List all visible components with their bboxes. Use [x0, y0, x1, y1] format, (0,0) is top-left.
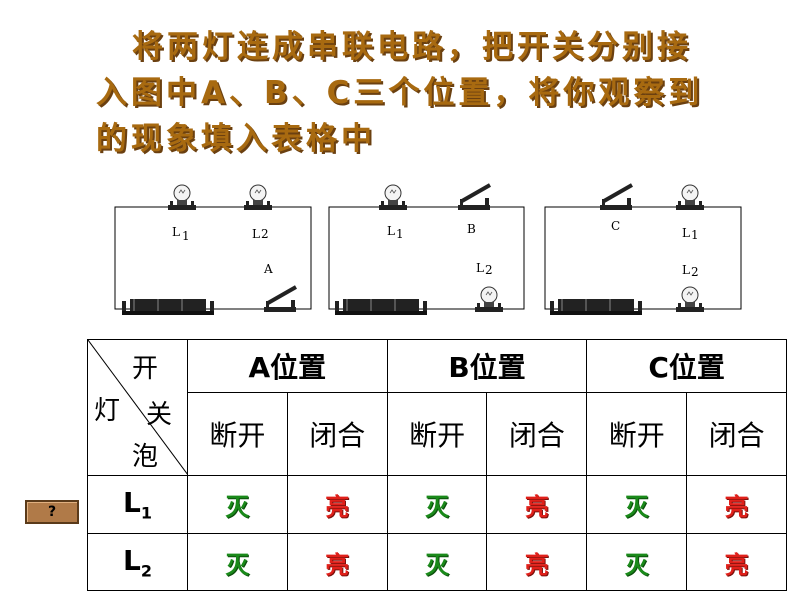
- circuit-c: C L 1 L 2: [544, 183, 742, 316]
- slide-title: 将两灯连成串联电路，把开关分别接 入图中A、B、C三个位置，将你观察到 的现象填…: [96, 24, 786, 162]
- title-line-3: 的现象填入表格中: [96, 121, 376, 157]
- label-l1-sub: 1: [691, 228, 699, 242]
- corner-lamp-bottom: 泡: [132, 442, 159, 472]
- switch-icon: [262, 285, 298, 314]
- row-label-l2: L2: [87, 533, 188, 591]
- header-position-b: B位置: [386, 338, 588, 394]
- battery-icon: [121, 298, 215, 316]
- cell-l2-b-closed: 亮: [486, 533, 588, 591]
- header-position-a: A位置: [187, 338, 388, 394]
- switch-icon: [456, 183, 492, 212]
- cell-l1-a-open: 灭: [187, 475, 288, 534]
- bulb-l2-icon: [474, 286, 504, 313]
- bulb-l2-icon: [675, 286, 705, 313]
- row-label-l1: L1: [87, 475, 188, 534]
- row-label-sub: 1: [140, 503, 152, 523]
- cell-l1-c-closed: 亮: [686, 475, 787, 534]
- corner-switch-top: 开: [132, 354, 159, 384]
- label-l2-sub: 2: [261, 227, 269, 241]
- label-l1-sub: 1: [182, 229, 190, 243]
- corner-diagonal: [88, 340, 188, 475]
- row-label-text: L: [123, 486, 141, 520]
- label-switch-c: C: [611, 219, 620, 233]
- row-label-text: L: [123, 543, 141, 577]
- header-state: 闭合: [286, 392, 388, 476]
- label-switch-b: B: [467, 222, 476, 236]
- label-l1: L: [387, 224, 395, 238]
- header-state: 断开: [187, 392, 288, 476]
- bulb-l2-icon: [243, 184, 273, 211]
- help-button[interactable]: ?: [25, 500, 79, 524]
- bulb-l1-icon: [675, 184, 705, 211]
- switch-icon: [598, 183, 634, 212]
- label-l2: L: [476, 261, 484, 275]
- bulb-l1-icon: [378, 184, 408, 211]
- header-state: 闭合: [486, 392, 588, 476]
- header-state: 闭合: [686, 392, 787, 476]
- title-line-1: 将两灯连成串联电路，把开关分别接: [132, 29, 692, 65]
- header-row-states: 断开 闭合 断开 闭合 断开 闭合: [88, 392, 787, 476]
- header-state: 断开: [586, 392, 688, 476]
- cell-l2-c-closed: 亮: [686, 533, 787, 591]
- corner-lamp-left: 灯: [94, 396, 121, 426]
- cell-l2-c-open: 灭: [586, 533, 688, 591]
- row-label-sub: 2: [140, 561, 152, 581]
- corner-switch-right: 关: [146, 400, 173, 430]
- label-l1: L: [172, 225, 180, 239]
- circuit-a: L 1 L 2 A: [114, 184, 312, 316]
- circuit-b: L 1 B L 2: [328, 183, 525, 316]
- table-row-l2: L2 灭 亮 灭 亮 灭 亮: [87, 533, 787, 591]
- results-table: 开 灯 关 泡 A位置 B位置 C位置 断开 闭合 断开 闭合 断开 闭合 L1…: [87, 338, 787, 591]
- label-switch-a: A: [263, 262, 273, 276]
- label-l2-sub: 2: [485, 263, 493, 277]
- header-state: 断开: [386, 392, 488, 476]
- label-l1: L: [682, 226, 690, 240]
- cell-l1-b-closed: 亮: [486, 475, 588, 534]
- header-row-positions: 开 灯 关 泡 A位置 B位置 C位置: [87, 338, 787, 476]
- label-l1-sub: 1: [396, 227, 404, 241]
- label-l2-sub: 2: [691, 265, 699, 279]
- battery-icon: [549, 298, 643, 316]
- question-icon: ?: [47, 504, 57, 520]
- circuit-diagrams: L 1 L 2 A L 1 B L 2 C L 1 L 2: [114, 183, 742, 316]
- cell-l1-c-open: 灭: [586, 475, 688, 534]
- table-row-l1: L1 灭 亮 灭 亮 灭 亮: [87, 475, 787, 534]
- cell-l1-a-closed: 亮: [286, 475, 388, 534]
- label-l2: L: [682, 263, 690, 277]
- bulb-l1-icon: [167, 184, 197, 211]
- corner-cell: 开 灯 关 泡: [87, 339, 188, 476]
- title-line-2: 入图中A、B、C三个位置，将你观察到: [96, 75, 704, 111]
- battery-icon: [334, 298, 428, 316]
- header-position-c: C位置: [586, 338, 787, 394]
- cell-l2-a-closed: 亮: [286, 533, 388, 591]
- cell-l2-a-open: 灭: [187, 533, 288, 591]
- label-l2: L: [252, 227, 260, 241]
- cell-l2-b-open: 灭: [386, 533, 488, 591]
- cell-l1-b-open: 灭: [386, 475, 488, 534]
